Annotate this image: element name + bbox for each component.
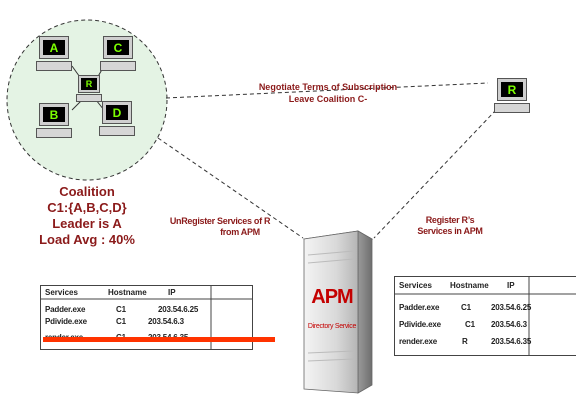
link-coalition-to-apm [157,137,304,239]
negotiation-line-1: Negotiate Terms of Subscription [258,82,398,92]
node-label-c: C [107,40,129,55]
col-header-hostname: Hostname [108,288,147,297]
col-header-services: Services [45,288,78,297]
link-coalition-to-remote [165,82,489,99]
unregister-line-1: UnRegister Services of R [169,216,271,226]
col-header-hostname: Hostname [450,281,489,290]
node-label-d: D [106,105,128,120]
node-label-a: A [43,40,65,55]
table-cell: render.exe [399,337,438,346]
negotiation-label: Negotiate Terms of Subscription Leave Co… [210,81,446,105]
table-cell: 203.54.6.3 [491,320,527,329]
computer-c: C [100,36,136,74]
register-line-1: Register R’s [425,215,475,225]
remote-node-label: R [501,82,523,97]
monitor-icon: B [39,103,69,126]
table-cell: C1 [461,303,471,312]
node-label-b: B [43,107,65,122]
coalition-info: Coalition C1:{A,B,C,D} Leader is A Load … [22,184,152,248]
table-cell: 203.54.6.35 [491,337,532,346]
computer-b: B [36,103,72,141]
monitor-icon: R [497,78,527,101]
table-cell: Pdivide.exe [399,320,441,329]
unregister-line-2: from APM [220,227,260,237]
apm-subtitle: Directory Service [307,323,357,330]
register-label: Register R’s Services in APM [400,215,500,237]
col-header-services: Services [399,281,432,290]
table-cell: R [462,337,468,346]
node-label-r: R [81,78,97,90]
table-cell: C1 [465,320,475,329]
system-unit [76,94,102,102]
monitor-icon: R [78,75,100,93]
table-cell: C1 [116,305,126,314]
col-header-ip: IP [168,288,176,297]
table-cell: 203.54.6.25 [491,303,532,312]
table-cell: 203.54.6.25 [158,305,199,314]
computer-a: A [36,36,72,74]
strike-through-line [43,337,275,342]
monitor-icon: A [39,36,69,59]
system-unit [36,61,72,71]
system-unit [99,126,135,136]
computer-r-remote: R [494,78,530,116]
register-line-2: Services in APM [417,226,483,236]
coalition-leader: Leader is A [52,216,122,231]
table-cell: 203.54.6.3 [148,317,184,326]
coalition-title: Coalition [59,184,115,199]
coalition-members: C1:{A,B,C,D} [47,200,127,215]
computer-d: D [99,101,135,139]
system-unit [494,103,530,113]
negotiation-line-2: Leave Coalition C- [288,94,368,104]
computer-r-in-coalition: R [76,75,102,103]
monitor-icon: D [102,101,132,124]
table-cell: Pdivide.exe [45,317,87,326]
system-unit [36,128,72,138]
unregister-label: UnRegister Services of R from APM [150,216,290,238]
coalition-load: Load Avg : 40% [39,232,135,247]
table-cell: Padder.exe [399,303,440,312]
monitor-icon: C [103,36,133,59]
apm-title: APM [311,286,353,308]
apm-server-icon [302,230,374,394]
table-cell: C1 [116,317,126,326]
col-header-ip: IP [507,281,515,290]
table-grid [395,277,576,355]
system-unit [100,61,136,71]
right-service-table: Services Hostname IP Padder.exe C1 203.5… [394,276,576,356]
link-remote-to-apm [373,109,497,239]
table-cell: Padder.exe [45,305,86,314]
